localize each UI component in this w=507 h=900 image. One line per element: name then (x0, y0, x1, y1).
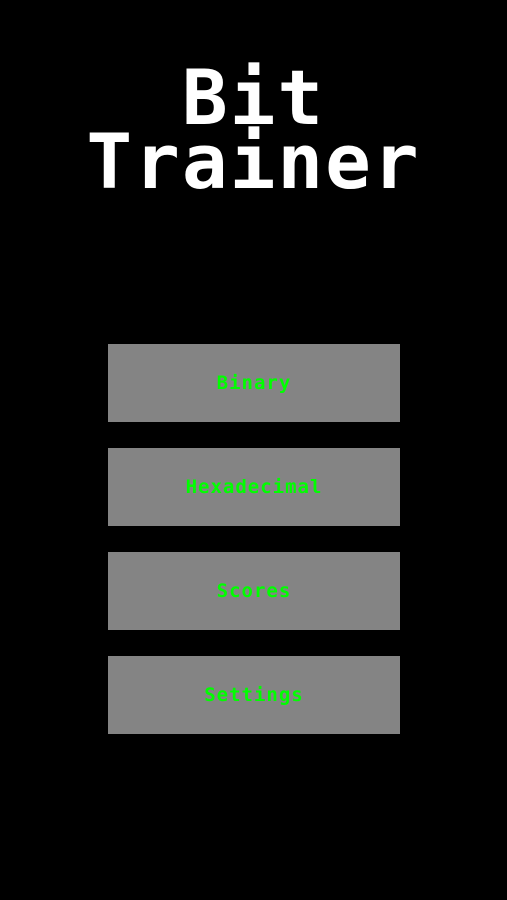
title-line-1: Bit (181, 53, 326, 142)
app-title: Bit Trainer (0, 53, 507, 206)
binary-button[interactable]: Binary (108, 344, 400, 422)
hexadecimal-button[interactable]: Hexadecimal (108, 448, 400, 526)
main-menu: Binary Hexadecimal Scores Settings (108, 344, 400, 760)
settings-button[interactable]: Settings (108, 656, 400, 734)
scores-button[interactable]: Scores (108, 552, 400, 630)
title-line-2: Trainer (86, 117, 421, 206)
